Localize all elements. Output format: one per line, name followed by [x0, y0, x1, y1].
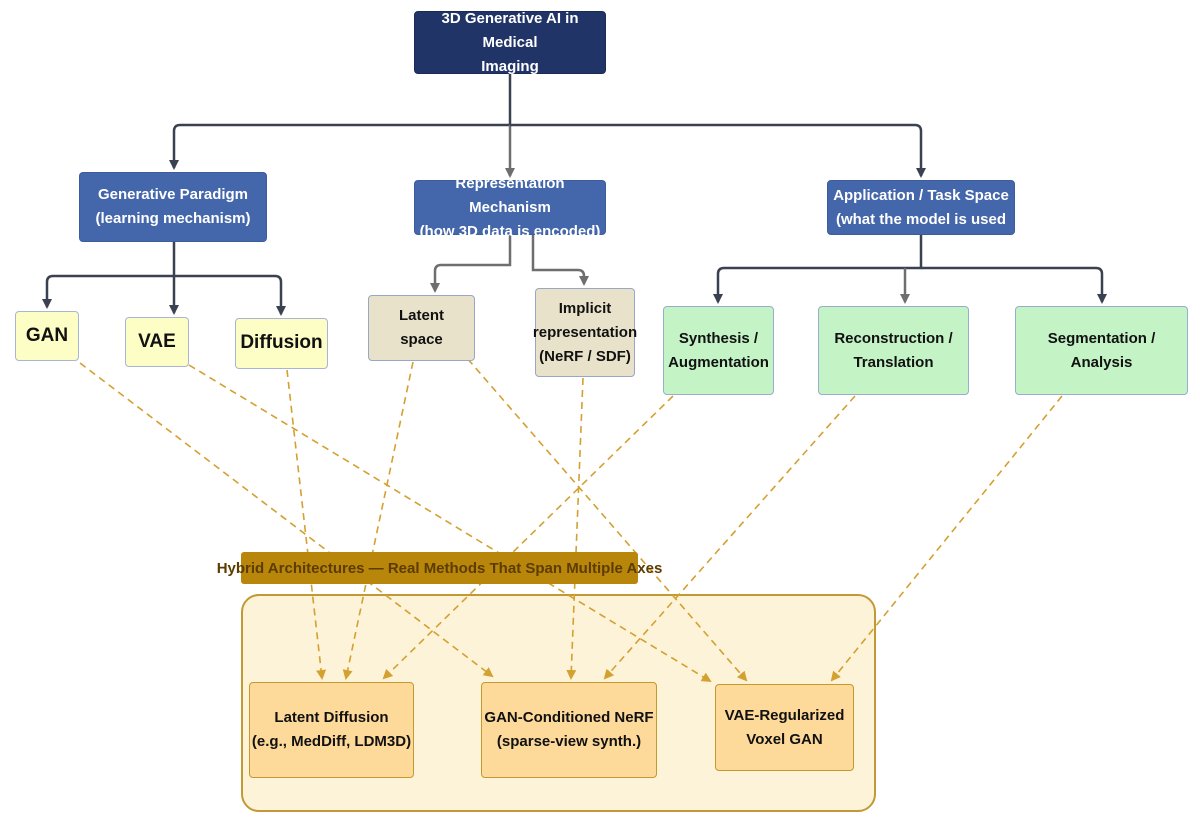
node-segmentation-analysis: Segmentation / Analysis	[1015, 306, 1188, 395]
node-synthesis-augmentation: Synthesis / Augmentation	[663, 306, 774, 395]
node-reconstruction-translation: Reconstruction / Translation	[818, 306, 969, 395]
node-vae: VAE	[125, 317, 189, 367]
axis-application-task-space: Application / Task Space (what the model…	[827, 180, 1015, 235]
node-gan: GAN	[15, 311, 79, 361]
edge-vae-to-vae-gan	[188, 364, 712, 683]
edge-gan-to-gan-nerf	[79, 362, 494, 678]
edge-root-paradigm	[169, 74, 512, 170]
edge-paradigm-gan	[42, 242, 176, 309]
node-vae-regularized-voxel-gan: VAE-Regularized Voxel GAN	[715, 684, 854, 771]
node-implicit-representation: Implicit representation (NeRF / SDF)	[533, 288, 637, 377]
edge-reconstruction-to-gan-nerf	[603, 395, 856, 680]
hybrid-architectures-title: Hybrid Architectures — Real Methods That…	[217, 552, 662, 584]
node-gan-conditioned-nerf: GAN-Conditioned NeRF (sparse-view synth.…	[481, 682, 657, 778]
edge-latent-to-latent-diffusion	[342, 361, 414, 680]
edge-representation-implicit	[531, 205, 589, 286]
axis-generative-paradigm: Generative Paradigm (learning mechanism)	[79, 172, 267, 242]
edge-paradigm-diffusion	[174, 274, 286, 316]
edge-segmentation-to-vae-gan	[830, 395, 1063, 682]
edge-synthesis-to-latent-diffusion	[382, 395, 674, 680]
edge-representation-latent	[430, 235, 512, 293]
root-node: 3D Generative AI in Medical Imaging	[414, 10, 606, 75]
node-latent-diffusion: Latent Diffusion (e.g., MedDiff, LDM3D)	[249, 682, 414, 778]
edge-diffusion-to-latent-diffusion	[286, 369, 327, 680]
axis-representation-mechanism: Representation Mechanism (how 3D data is…	[414, 175, 606, 240]
edge-application-synthesis	[713, 235, 923, 304]
node-diffusion: Diffusion	[235, 318, 328, 369]
edge-application-segmentation	[921, 266, 1107, 304]
edge-latent-to-vae-gan	[459, 349, 748, 682]
node-latent-space: Latent space	[368, 295, 475, 361]
edge-root-application	[510, 123, 926, 178]
edge-implicit-to-gan-nerf	[566, 377, 584, 680]
